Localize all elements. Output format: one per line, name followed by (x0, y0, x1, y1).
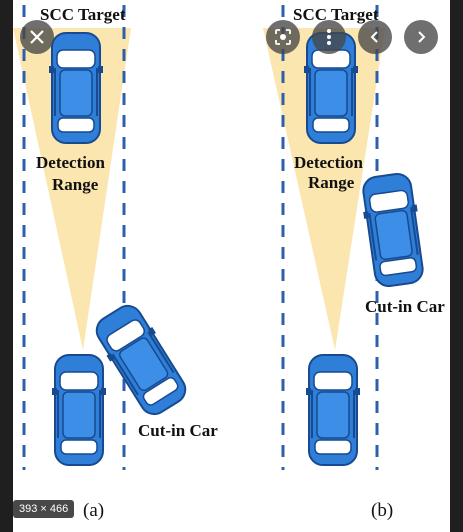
detection-label-b-line1: Detection (294, 153, 363, 172)
figure-image: SCC Target Detection Range Cut-in Car (a… (13, 0, 450, 532)
more-icon (327, 29, 331, 45)
cutin-car-b (357, 170, 429, 290)
image-size-badge: 393 × 466 (13, 500, 75, 518)
scc-target-label-a: SCC Target (40, 5, 126, 24)
cutin-car-a (87, 298, 195, 422)
figure-drawing (13, 5, 429, 470)
lens-icon (275, 29, 291, 45)
scc-target-label-b: SCC Target (293, 5, 379, 24)
panel-a (13, 5, 195, 470)
detection-label-b-line2: Range (308, 173, 355, 192)
scc-target-car-a (48, 32, 104, 144)
close-button[interactable] (20, 20, 54, 54)
cutin-label-a: Cut-in Car (138, 421, 218, 440)
panel-label-b: (b) (371, 500, 394, 521)
lens-button[interactable] (266, 20, 300, 54)
panel-label-a: (a) (83, 500, 105, 521)
detection-label-a-line1: Detection (36, 153, 105, 172)
next-button[interactable] (404, 20, 438, 54)
ego-car-b (305, 354, 361, 466)
more-button[interactable] (312, 20, 346, 54)
detection-cone-a (13, 28, 131, 350)
prev-icon (370, 31, 378, 43)
detection-label-a-line2: Range (52, 175, 99, 194)
ego-car-a (51, 354, 107, 466)
prev-button[interactable] (358, 20, 392, 54)
panel-b (263, 5, 429, 470)
cutin-label-b: Cut-in Car (365, 297, 445, 316)
close-icon (30, 30, 44, 44)
next-icon (418, 31, 426, 43)
